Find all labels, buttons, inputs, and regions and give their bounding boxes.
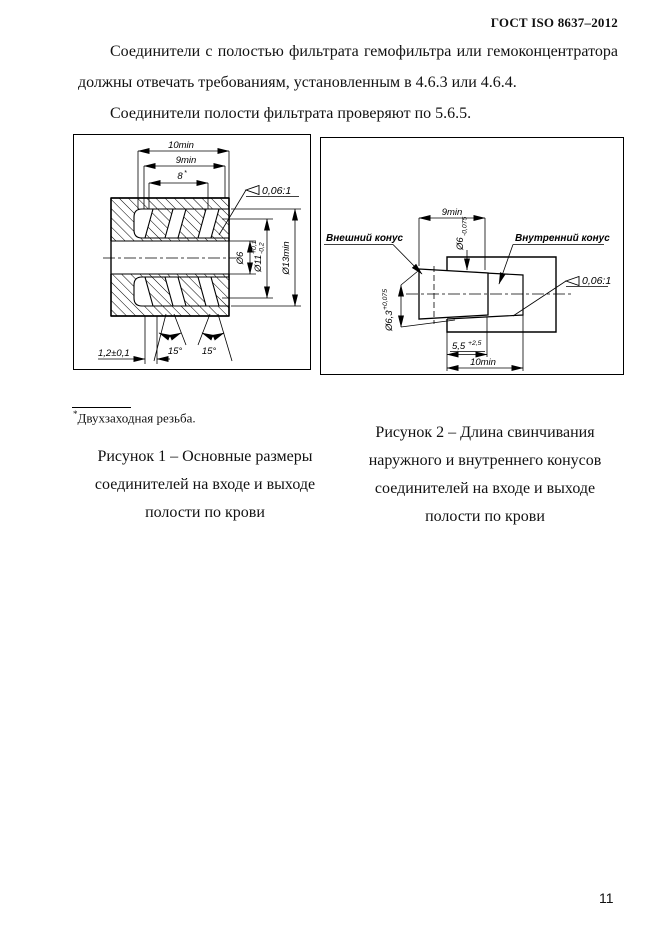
page-number: 11 bbox=[599, 890, 614, 906]
figure2-caption-line: соединителей на входе и выходе bbox=[374, 480, 596, 497]
figure2-drawing: 9min Ø6 -0,075 Внешний конус Внутренний … bbox=[324, 207, 611, 371]
fig2-bottom-dimensions: 5,5 +2,5 10min bbox=[446, 315, 524, 371]
fig2-dim-9min-group: 9min bbox=[418, 207, 486, 270]
connector-body-section bbox=[103, 197, 236, 317]
figure1-drawing: 10min 9min 8 * 0,06:1 Ø6 bbox=[98, 140, 301, 364]
footnote-marker: * bbox=[73, 409, 78, 419]
figure1-caption-line: соединителей на входе и выходе bbox=[94, 476, 316, 493]
fig2-dim-d63: Ø6,3 bbox=[384, 310, 395, 332]
fig2-dim-d63-tol: +0,075 bbox=[382, 289, 389, 310]
paragraph-2: Соединители полости фильтрата проверяют … bbox=[110, 105, 472, 122]
fig1-taper-value: 0,06:1 bbox=[262, 185, 291, 197]
figure2-caption-line: наружного и внутреннего конусов bbox=[368, 452, 602, 469]
fig1-dim-8-footnote-mark: * bbox=[184, 170, 187, 177]
document-header: ГОСТ ISO 8637–2012 bbox=[490, 15, 618, 30]
figure1-caption-line: полости по крови bbox=[145, 504, 265, 521]
paragraph-1: Соединители с полостью фильтрата гемофил… bbox=[78, 43, 618, 91]
fig1-bottom-dimensions: 1,2±0,1 15° 15° bbox=[98, 313, 233, 364]
fig1-taper-flag: 0,06:1 bbox=[218, 184, 299, 236]
fig1-dim-1-2: 1,2±0,1 bbox=[98, 348, 130, 359]
figure2-caption-line: полости по крови bbox=[425, 508, 545, 525]
fig2-dim-10min: 10min bbox=[470, 357, 496, 368]
fig1-diameter-dimensions: Ø6 Ø11 +0,1 -0,2 Ø13min bbox=[222, 208, 301, 307]
fig2-cone-labels: Внешний конус Внутренний конус bbox=[324, 233, 610, 285]
fig1-dim-d11: Ø11 bbox=[253, 255, 264, 273]
figure1-frame: 10min 9min 8 * 0,06:1 Ø6 bbox=[73, 134, 311, 370]
fig1-dim-9min: 9min bbox=[176, 155, 197, 166]
fig1-dim-d11-tol-minus: -0,2 bbox=[259, 242, 266, 254]
footnote: *Двухзаходная резьба. bbox=[73, 409, 196, 426]
fig2-taper-flag: 0,06:1 bbox=[512, 275, 611, 317]
fig2-dim-5-5: 5,5 bbox=[452, 341, 466, 352]
figure2-caption: Рисунок 2 – Длина свинчивания наружного … bbox=[365, 419, 605, 531]
figure1-caption-line: Рисунок 1 – Основные размеры bbox=[97, 448, 313, 465]
fig2-dim-d6-tol: -0,075 bbox=[462, 217, 469, 236]
fig2-dim-d6: Ø6 bbox=[455, 237, 466, 251]
figure1-caption: Рисунок 1 – Основные размеры соединителе… bbox=[85, 443, 325, 527]
internal-cone-label: Внутренний конус bbox=[515, 233, 610, 244]
figure2-frame: 9min Ø6 -0,075 Внешний конус Внутренний … bbox=[320, 137, 624, 375]
fig1-dim-d11-tol-plus: +0,1 bbox=[251, 240, 258, 254]
body-text: Соединители с полостью фильтрата гемофил… bbox=[78, 36, 618, 129]
fig1-dim-d6: Ø6 bbox=[235, 251, 246, 265]
fig1-dim-8: 8 bbox=[177, 171, 183, 182]
external-cone-label: Внешний конус bbox=[326, 233, 404, 244]
fig2-dim-5-5-tol: +2,5 bbox=[468, 340, 482, 347]
fig1-dim-10min: 10min bbox=[168, 140, 194, 151]
fig1-dim-d13: Ø13min bbox=[281, 241, 292, 275]
figure2-caption-line: Рисунок 2 – Длина свинчивания bbox=[375, 424, 595, 441]
thread-teeth bbox=[144, 208, 230, 307]
fig2-dim-d6-group: Ø6 -0,075 bbox=[455, 217, 470, 271]
fig2-taper-value: 0,06:1 bbox=[582, 275, 611, 287]
footnote-text: Двухзаходная резьба. bbox=[77, 410, 196, 426]
footnote-rule bbox=[72, 407, 131, 408]
fig1-length-dimensions: 10min 9min 8 * bbox=[137, 140, 230, 209]
fig1-angle-15-right: 15° bbox=[202, 346, 217, 357]
fig2-dim-d63-group: Ø6,3 +0,075 bbox=[382, 270, 456, 332]
fig1-angle-15-left: 15° bbox=[168, 346, 183, 357]
fig2-dim-9min: 9min bbox=[442, 207, 463, 218]
